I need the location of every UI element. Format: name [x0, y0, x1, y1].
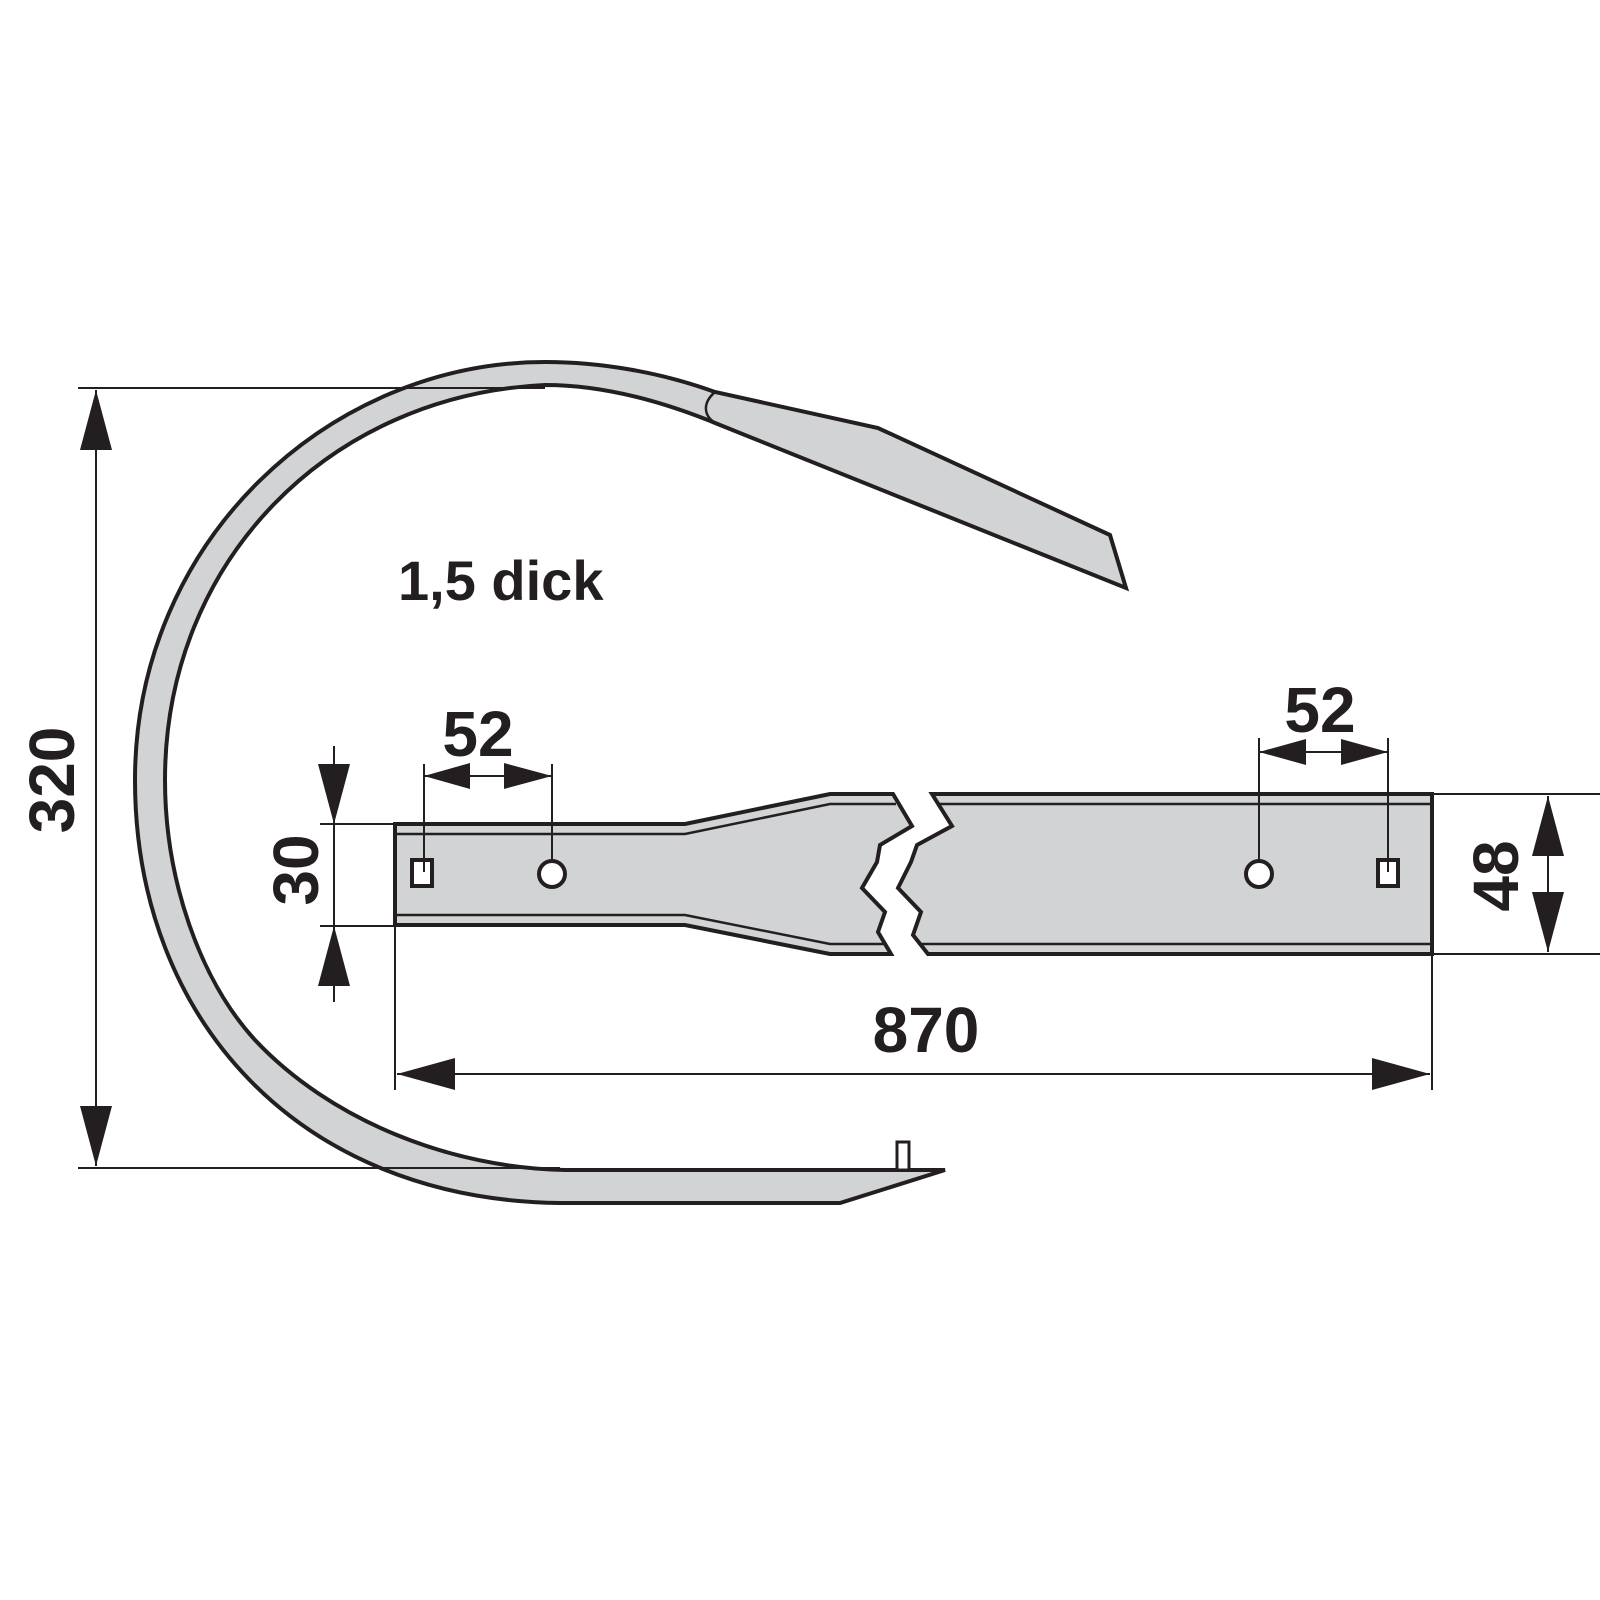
dimension-label-870: 870	[873, 994, 980, 1066]
dimension-30	[318, 746, 395, 1002]
dimension-label-320: 320	[16, 727, 88, 834]
tine-tab	[895, 1140, 911, 1172]
dimension-320	[78, 387, 560, 1169]
round-hole-left	[537, 859, 567, 889]
dimension-870	[394, 925, 1433, 1090]
dimension-52-left	[423, 763, 553, 872]
square-hole-left	[410, 858, 434, 888]
dimension-label-52-right: 52	[1284, 674, 1355, 746]
bar-right-section	[895, 792, 1434, 956]
dimension-label-48: 48	[1460, 840, 1532, 911]
dimension-label-30: 30	[260, 834, 332, 905]
dimension-label-52-left: 52	[442, 698, 513, 770]
dimension-48	[1432, 793, 1600, 955]
thickness-note: 1,5 dick	[398, 549, 604, 612]
tine-bend-line	[704, 391, 721, 427]
dimension-52-right	[1258, 738, 1389, 872]
bar-left-section	[393, 792, 915, 956]
bar-left-bottom-edge	[395, 913, 885, 946]
curved-tine	[132, 359, 1130, 1205]
round-hole-right	[1244, 859, 1274, 889]
bar-left-top-edge	[395, 802, 896, 836]
